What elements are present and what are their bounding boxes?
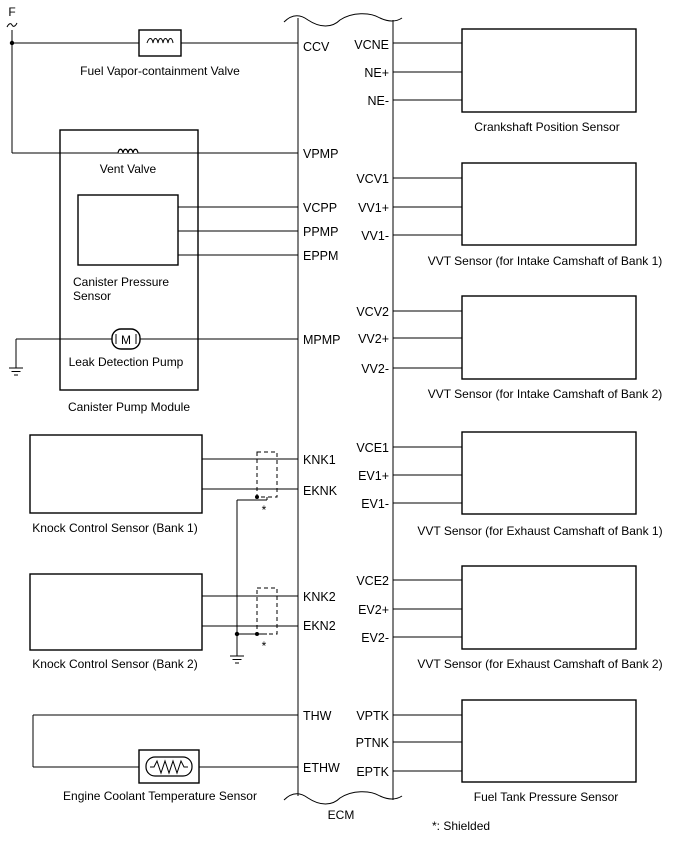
ecm-right-pins: VCNE NE+ NE- VCV1 VV1+ VV1- VCV2 VV2+ VV… <box>354 38 389 779</box>
pin-vv2-minus: VV2- <box>361 362 389 376</box>
pin-vv1-plus: VV1+ <box>358 201 389 215</box>
vvt-intake-bank2-box <box>461 295 637 380</box>
coolant-temp-sensor-label: Engine Coolant Temperature Sensor <box>63 789 257 803</box>
thermistor-zigzag <box>150 759 188 775</box>
vvt-exhaust-bank2: VVT Sensor (for Exhaust Camshaft of Bank… <box>393 565 663 671</box>
pin-vce2: VCE2 <box>356 574 389 588</box>
power-label: F <box>8 5 15 19</box>
knock-sensor-bank1-box <box>29 434 203 514</box>
leak-detection-pump-label: Leak Detection Pump <box>69 355 184 369</box>
pin-ethw: ETHW <box>303 761 340 775</box>
pin-vcv1: VCV1 <box>356 172 389 186</box>
shield-1-mark: * <box>262 503 267 517</box>
canister-pump-module-label: Canister Pump Module <box>68 400 190 414</box>
pin-vptk: VPTK <box>356 709 389 723</box>
vvt-intake-bank1-label: VVT Sensor (for Intake Camshaft of Bank … <box>428 254 663 268</box>
crankshaft-sensor-box <box>461 28 637 113</box>
pin-ne-plus: NE+ <box>364 66 389 80</box>
pin-thw: THW <box>303 709 332 723</box>
ground-junction-dot <box>234 631 240 637</box>
fuel-vapor-valve: Fuel Vapor-containment Valve <box>12 29 298 78</box>
canister-pressure-sensor-label-line2: Sensor <box>73 289 111 303</box>
pin-vcv2: VCV2 <box>356 305 389 319</box>
power-source-f: F <box>6 5 18 153</box>
shield-1 <box>256 451 278 498</box>
pin-ev2-minus: EV2- <box>361 631 389 645</box>
shield-2-mark: * <box>262 639 267 653</box>
vvt-intake-bank2: VVT Sensor (for Intake Camshaft of Bank … <box>393 295 663 401</box>
coolant-temp-sensor: Engine Coolant Temperature Sensor <box>32 714 298 803</box>
vent-valve-coil-icon <box>117 148 139 154</box>
canister-pressure-sensor-label-line1: Canister Pressure <box>73 275 169 289</box>
vent-valve-label: Vent Valve <box>100 162 157 176</box>
pump-motor-symbol: M <box>121 333 131 347</box>
shield-2 <box>256 587 278 635</box>
solenoid-coil-icon <box>146 38 174 44</box>
ecm-top-break <box>283 13 403 27</box>
vvt-exhaust-bank2-box <box>461 565 637 650</box>
pin-ev1-minus: EV1- <box>361 497 389 511</box>
pin-ne-minus: NE- <box>367 94 389 108</box>
pin-mpmp: MPMP <box>303 333 341 347</box>
canister-pump-module: Canister Pump Module Vent Valve Canister… <box>9 129 298 414</box>
pin-vv1-minus: VV1- <box>361 229 389 243</box>
pin-vv2-plus: VV2+ <box>358 332 389 346</box>
footnote: *: Shielded <box>432 819 490 833</box>
pin-eppm: EPPM <box>303 249 338 263</box>
vvt-intake-bank1-box <box>461 162 637 246</box>
fuse-tilde-icon <box>6 22 18 28</box>
vvt-exhaust-bank2-label: VVT Sensor (for Exhaust Camshaft of Bank… <box>417 657 662 671</box>
vvt-intake-bank1: VVT Sensor (for Intake Camshaft of Bank … <box>393 162 663 268</box>
pin-ptnk: PTNK <box>356 736 390 750</box>
pin-ppmp: PPMP <box>303 225 338 239</box>
shield-1-junction-dot <box>255 495 259 499</box>
fuel-tank-pressure-sensor-label: Fuel Tank Pressure Sensor <box>474 790 619 804</box>
valve-box <box>138 29 182 57</box>
ground-icon <box>9 367 23 376</box>
ecm-label: ECM <box>328 808 355 822</box>
knock-sensor-bank2-label: Knock Control Sensor (Bank 2) <box>32 657 197 671</box>
pin-vcpp: VCPP <box>303 201 337 215</box>
pin-ekn2: EKN2 <box>303 619 336 633</box>
vvt-exhaust-bank1-box <box>461 431 637 515</box>
pin-ccv: CCV <box>303 40 330 54</box>
crankshaft-sensor-label: Crankshaft Position Sensor <box>474 120 619 134</box>
vvt-exhaust-bank1: VVT Sensor (for Exhaust Camshaft of Bank… <box>393 431 663 538</box>
fuel-vapor-valve-label: Fuel Vapor-containment Valve <box>80 64 240 78</box>
ground-icon <box>230 655 244 664</box>
vvt-exhaust-bank1-label: VVT Sensor (for Exhaust Camshaft of Bank… <box>417 524 662 538</box>
crankshaft-sensor: Crankshaft Position Sensor <box>393 28 637 134</box>
knock-sensor-bank1: * Knock Control Sensor (Bank 1) <box>29 434 298 535</box>
pin-eknk: EKNK <box>303 484 338 498</box>
knock-sensor-bank2: * Knock Control Sensor (Bank 2) <box>29 500 298 671</box>
ecm-bottom-break <box>283 791 403 805</box>
pin-vcne: VCNE <box>354 38 389 52</box>
knock-sensor-bank2-box <box>29 573 203 651</box>
ecm-block: ECM <box>283 13 403 822</box>
pin-vce1: VCE1 <box>356 441 389 455</box>
fuel-tank-pressure-sensor: Fuel Tank Pressure Sensor <box>393 699 637 804</box>
shield-2-junction-dot <box>255 632 259 636</box>
knock-sensor-bank1-label: Knock Control Sensor (Bank 1) <box>32 521 197 535</box>
pin-eptk: EPTK <box>356 765 389 779</box>
pin-vpmp: VPMP <box>303 147 338 161</box>
ecm-left-pins: CCV VPMP VCPP PPMP EPPM MPMP KNK1 EKNK K… <box>303 40 341 775</box>
vvt-intake-bank2-label: VVT Sensor (for Intake Camshaft of Bank … <box>428 387 663 401</box>
pin-ev1-plus: EV1+ <box>358 469 389 483</box>
pin-knk1: KNK1 <box>303 453 336 467</box>
pin-knk2: KNK2 <box>303 590 336 604</box>
fuel-tank-pressure-sensor-box <box>461 699 637 783</box>
canister-pressure-sensor-box <box>77 194 179 266</box>
pin-ev2-plus: EV2+ <box>358 603 389 617</box>
